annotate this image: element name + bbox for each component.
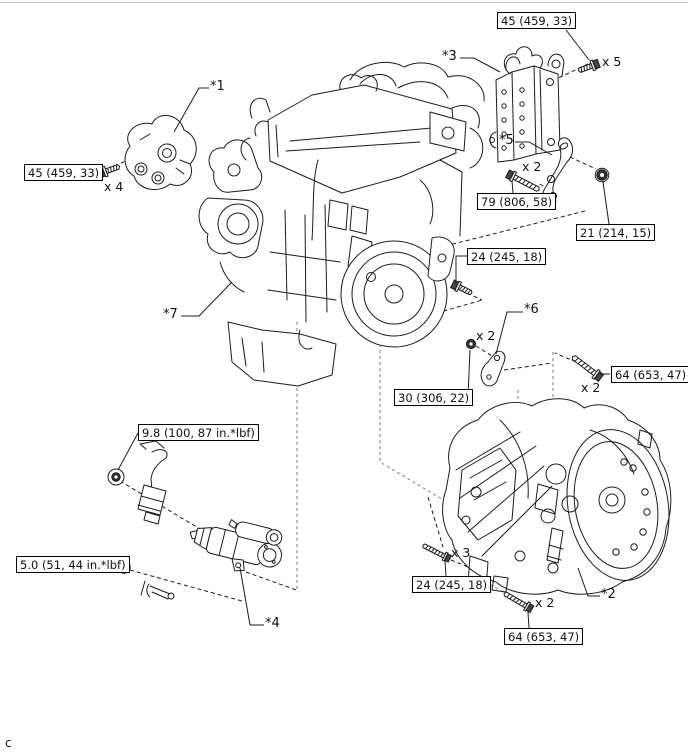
torque-callout-79: 79 (806, 58) [477,193,557,210]
engine-illustration [199,62,484,386]
quantity-x2-bottom: x 2 [535,595,555,610]
part-label-4: *4 [265,616,280,631]
torque-callout-21: 21 (214, 15) [576,224,656,241]
bolt-icon-64-right [569,351,605,383]
engine-mount-bracket-illustration [125,115,196,189]
torque-callout-45-top: 45 (459, 33) [497,12,577,29]
torque-callout-64-right: 64 (653, 47) [611,366,688,383]
bolt-icon-24-bottom [420,540,453,564]
torque-callout-24-top: 24 (245, 18) [467,248,547,265]
bolt-icon-30 [466,339,475,348]
torque-callout-45-left: 45 (459, 33) [24,164,104,181]
stud-bolt-illustration [141,581,174,599]
torque-callout-64-bottom: 64 (653, 47) [504,628,584,645]
quantity-x5: x 5 [602,54,622,69]
bolt-icon-x5 [576,57,601,77]
nut-icon-98 [108,469,124,485]
small-bracket-illustration [481,351,505,386]
part-label-5: *5 [499,133,514,148]
bolt-icon-24-top [449,278,475,299]
torque-callout-50: 5.0 (51, 44 in.*lbf) [16,556,130,573]
torque-callout-24-bottom: 24 (245, 18) [412,576,492,593]
page-top-rule [0,2,688,3]
quantity-x2-bracket: x 2 [476,328,496,343]
torque-callout-30: 30 (306, 22) [394,389,474,406]
quantity-x3-bottom: x 3 [451,545,471,560]
quantity-x2-stay: x 2 [522,159,542,174]
transaxle-illustration [443,399,681,594]
part-label-1: *1 [210,79,225,94]
part-label-6: *6 [524,302,539,317]
torque-callout-98: 9.8 (100, 87 in.*lbf) [138,424,259,441]
part-label-7: *7 [163,307,178,322]
quantity-x2-right: x 2 [581,380,601,395]
wire-bracket-illustration [138,441,167,524]
part-label-2: *2 [601,587,616,602]
starter-illustration [184,510,288,581]
page-footnote: c [5,736,12,750]
side-mount-bracket-illustration [490,47,565,162]
part-label-3: *3 [442,49,457,64]
quantity-x4: x 4 [104,179,124,194]
nut-icon-21 [595,168,609,182]
